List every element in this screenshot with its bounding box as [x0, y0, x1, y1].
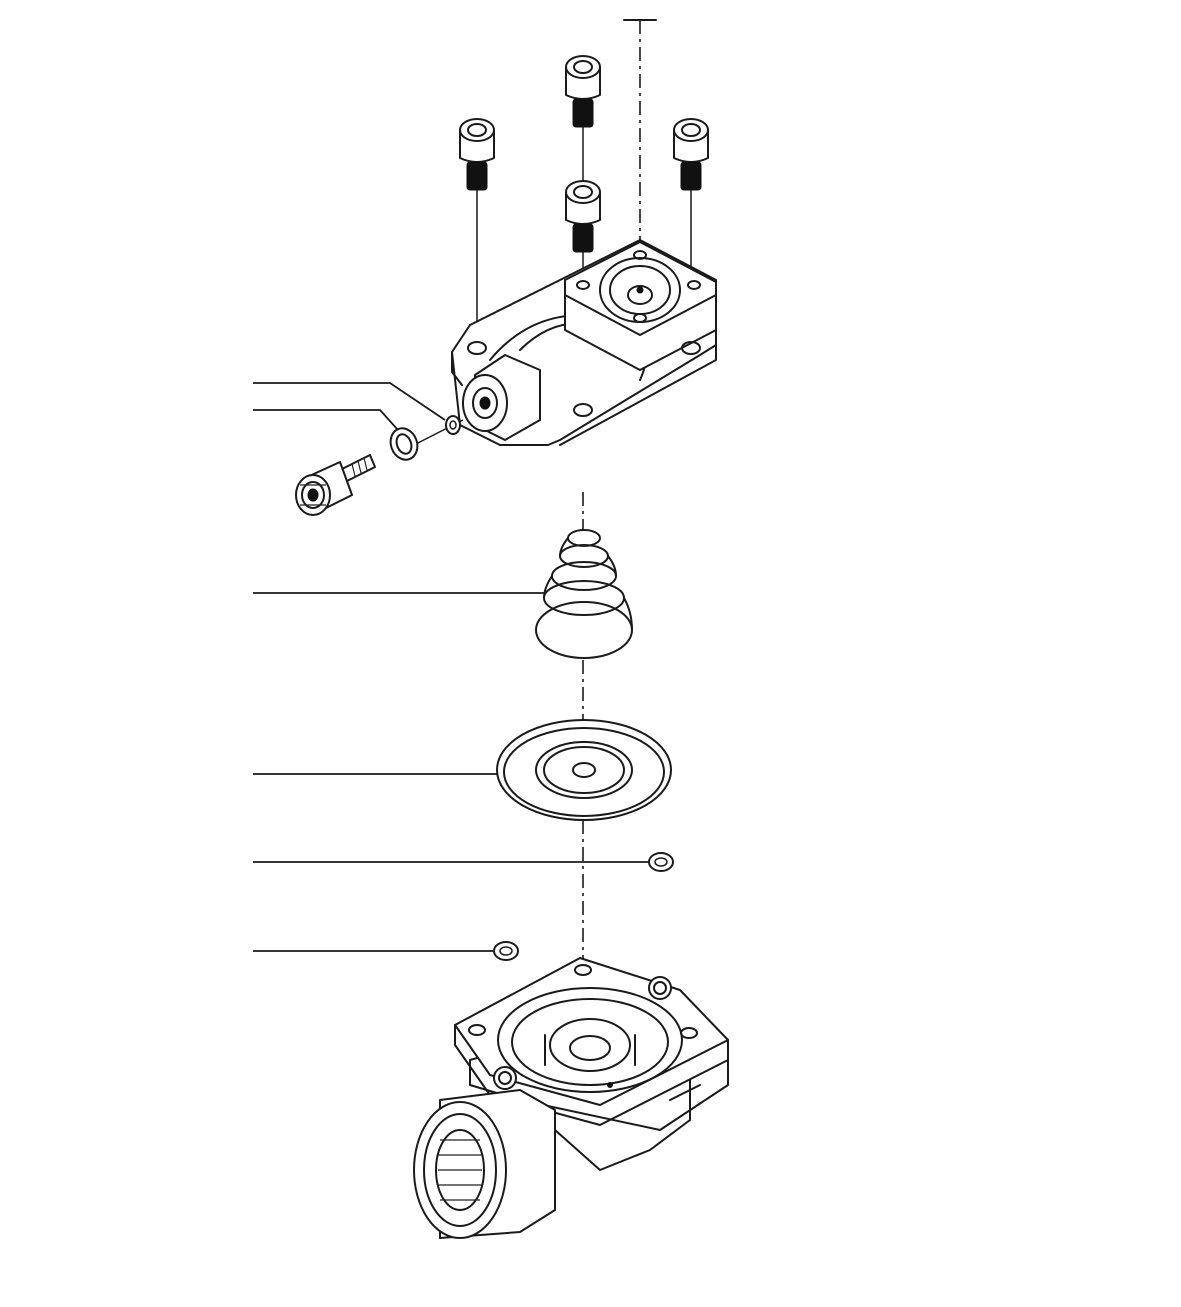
- conical-spring: [535, 529, 633, 659]
- small-o-ring: [445, 415, 461, 435]
- socket-head-cap-screw: [459, 118, 495, 191]
- valve-cover: [451, 239, 717, 446]
- socket-head-cap-screw: [565, 180, 601, 253]
- socket-head-cap-screws: [459, 55, 709, 253]
- leader-lines: [253, 382, 650, 952]
- o-ring-left: [493, 941, 519, 961]
- socket-head-cap-screw: [565, 55, 601, 128]
- leader-small-o-ring: [253, 382, 446, 421]
- valve-body: [413, 957, 729, 1239]
- o-ring: [389, 427, 419, 461]
- diaphragm: [496, 719, 672, 821]
- o-ring-right: [648, 852, 674, 872]
- pilot-fitting: [295, 454, 376, 516]
- leader-o-ring: [253, 409, 399, 431]
- socket-head-cap-screw: [673, 118, 709, 191]
